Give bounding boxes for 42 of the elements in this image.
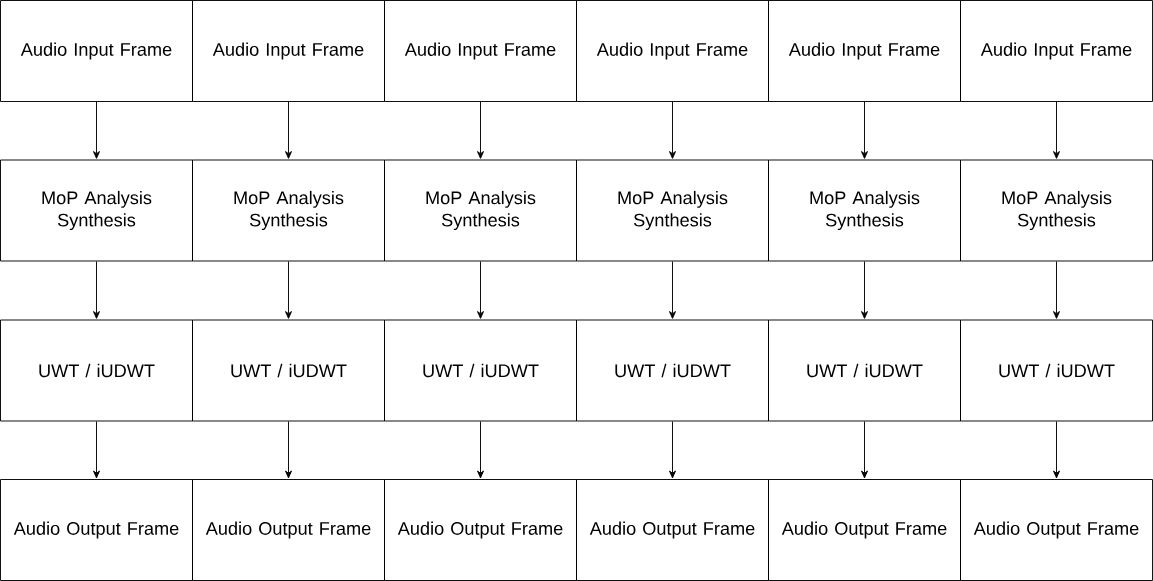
process-box: UWT / iUDWT (576, 319, 769, 422)
process-box: Audio Output Frame (0, 479, 193, 581)
process-box: MoP Analysis Synthesis (0, 159, 193, 262)
arrow (669, 421, 676, 479)
process-box: MoP Analysis Synthesis (768, 159, 961, 262)
arrow (477, 261, 484, 319)
process-box: Audio Output Frame (192, 479, 385, 581)
arrow (93, 261, 100, 319)
process-box: UWT / iUDWT (192, 319, 385, 422)
process-box: Audio Output Frame (768, 479, 961, 581)
process-box: Audio Input Frame (960, 0, 1153, 102)
arrow (669, 261, 676, 319)
process-box: Audio Input Frame (192, 0, 385, 102)
process-box: UWT / iUDWT (0, 319, 193, 422)
process-box: Audio Input Frame (0, 0, 193, 102)
process-box: UWT / iUDWT (768, 319, 961, 422)
arrow (285, 421, 292, 479)
arrow (861, 261, 868, 319)
arrow (285, 101, 292, 159)
arrow (1053, 421, 1060, 479)
arrow (477, 101, 484, 159)
process-box: Audio Output Frame (960, 479, 1153, 581)
arrow (861, 421, 868, 479)
arrow (861, 101, 868, 159)
arrow (93, 421, 100, 479)
process-box: MoP Analysis Synthesis (576, 159, 769, 262)
process-box: Audio Input Frame (768, 0, 961, 102)
process-box: UWT / iUDWT (960, 319, 1153, 422)
process-box: MoP Analysis Synthesis (384, 159, 577, 262)
arrow (477, 421, 484, 479)
arrow (285, 261, 292, 319)
process-box: UWT / iUDWT (384, 319, 577, 422)
process-box: Audio Input Frame (384, 0, 577, 102)
process-box: Audio Output Frame (384, 479, 577, 581)
arrow (1053, 261, 1060, 319)
arrow (93, 101, 100, 159)
arrow (669, 101, 676, 159)
arrow (1053, 101, 1060, 159)
process-box: Audio Input Frame (576, 0, 769, 102)
process-box: Audio Output Frame (576, 479, 769, 581)
process-box: MoP Analysis Synthesis (192, 159, 385, 262)
process-box: MoP Analysis Synthesis (960, 159, 1153, 262)
